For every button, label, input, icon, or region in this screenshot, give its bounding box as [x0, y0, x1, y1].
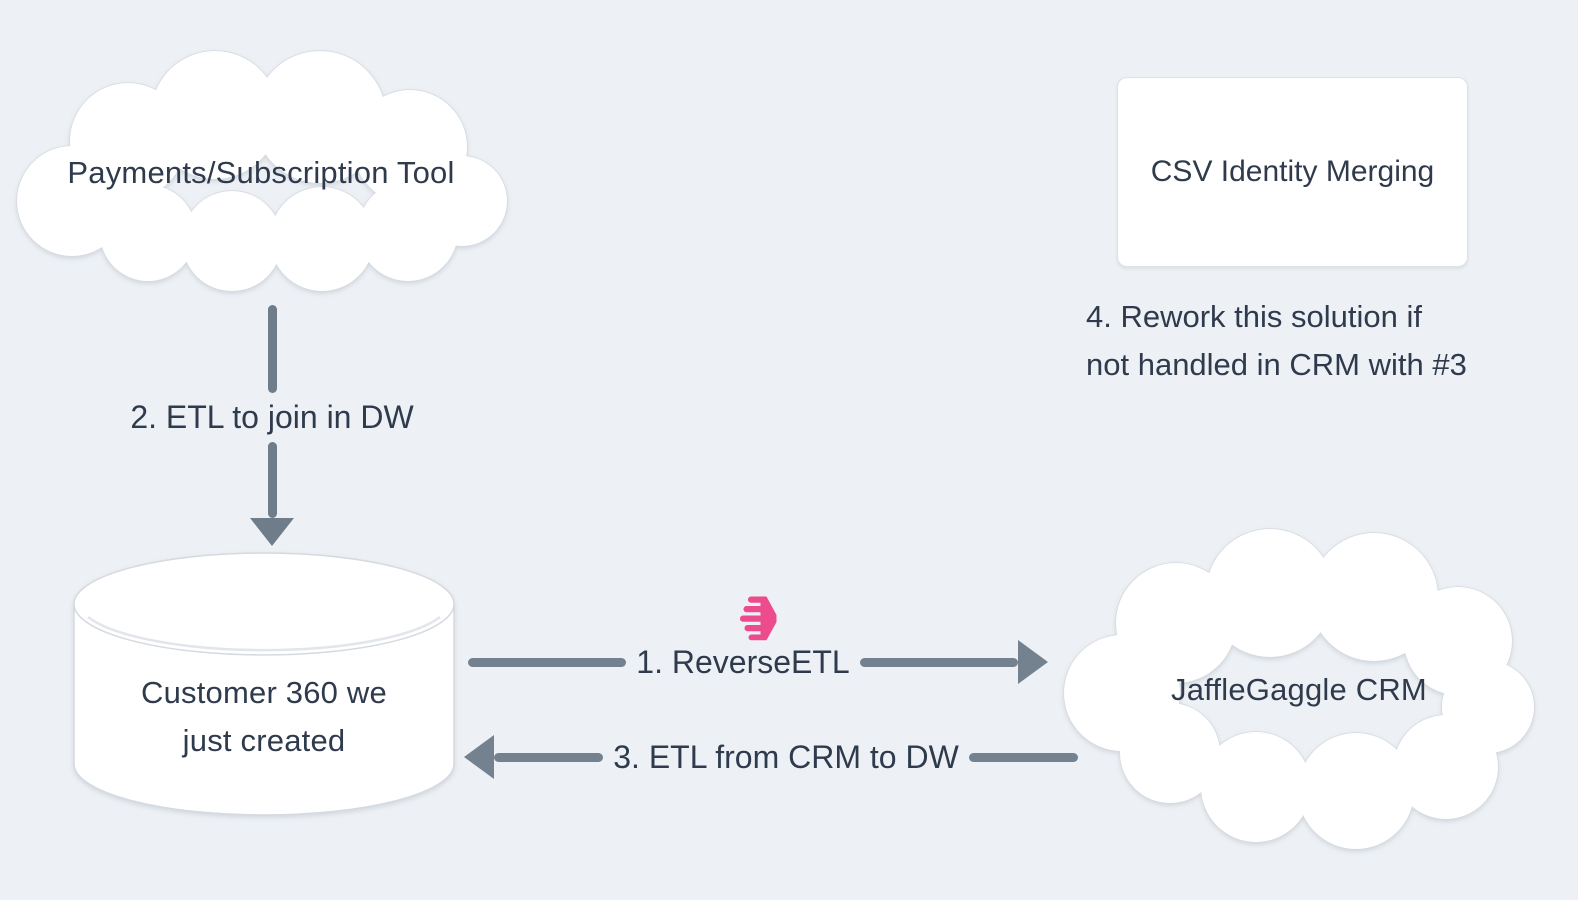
- cylinder-body: [73, 604, 455, 816]
- node-customer-360-db: Customer 360 we just created: [72, 551, 456, 817]
- rework-note-line1: 4. Rework this solution if: [1086, 299, 1422, 334]
- edge-line-segment: [968, 752, 1079, 762]
- edge-line-segment: [859, 657, 1019, 667]
- edge-reverse-etl-label: 1. ReverseETL: [636, 643, 850, 680]
- cylinder-shape: [73, 552, 455, 816]
- customer-db-label-line2: just created: [182, 723, 346, 758]
- cylinder-lip: [87, 616, 441, 652]
- customer-db-label: Customer 360 we just created: [72, 669, 456, 765]
- payments-cloud-label: Payments/Subscription Tool: [67, 155, 455, 190]
- edge-etl-to-dw: 2. ETL to join in DW: [112, 305, 432, 546]
- edge-etl-from-crm: 3. ETL from CRM to DW: [464, 734, 1079, 780]
- edge-line-segment: [267, 441, 277, 518]
- customer-db-label-line1: Customer 360 we: [141, 675, 387, 710]
- edge-reverse-etl: 1. ReverseETL: [468, 639, 1049, 685]
- edge-etl-from-crm-label: 3. ETL from CRM to DW: [613, 738, 959, 775]
- arrowhead-left-icon: [464, 735, 494, 779]
- node-payments-cloud: Payments/Subscription Tool: [10, 45, 512, 292]
- hightouch-logo-icon: [740, 596, 777, 641]
- arrowhead-down-icon: [250, 518, 294, 546]
- edge-line-segment: [267, 305, 277, 393]
- node-jafflegaggle-crm-cloud: JaffleGaggle CRM: [1058, 525, 1540, 855]
- arrowhead-right-icon: [1018, 640, 1049, 684]
- node-csv-identity-merging: CSV Identity Merging: [1117, 77, 1468, 267]
- cylinder-top: [73, 552, 455, 656]
- edge-etl-to-dw-label: 2. ETL to join in DW: [130, 398, 414, 435]
- crm-cloud-label: JaffleGaggle CRM: [1171, 672, 1427, 707]
- csv-box-label: CSV Identity Merging: [1150, 155, 1435, 188]
- rework-note-line2: not handled in CRM with #3: [1086, 347, 1467, 382]
- edge-line-segment: [494, 752, 604, 762]
- edge-line-segment: [468, 657, 627, 667]
- rework-note: 4. Rework this solution if not handled i…: [1086, 293, 1467, 389]
